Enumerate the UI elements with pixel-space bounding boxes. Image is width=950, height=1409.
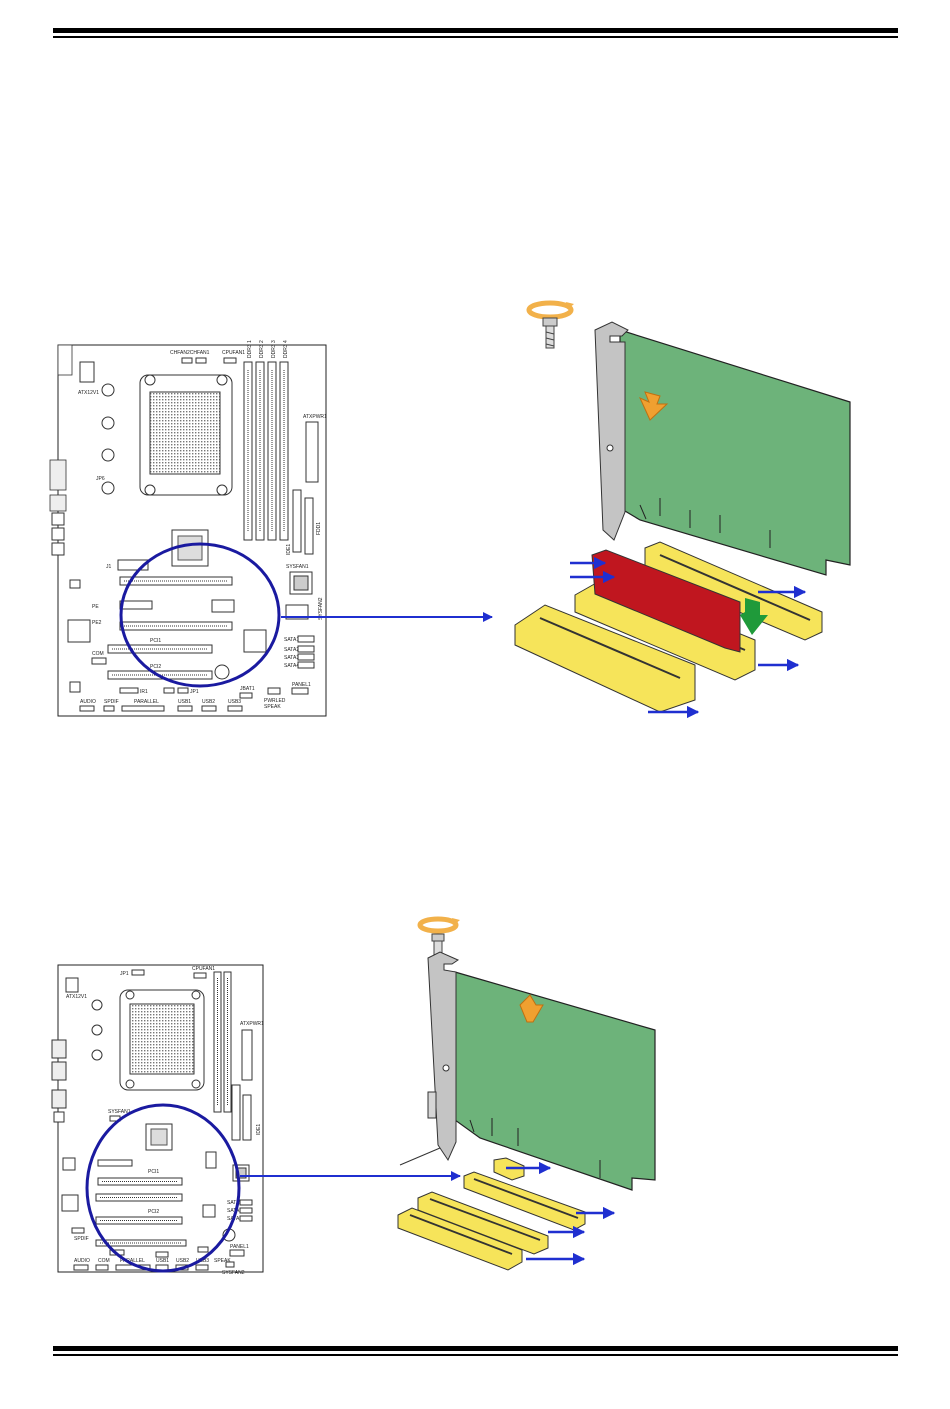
label-pe2: PE2	[92, 620, 102, 626]
label2-sysfan: SYSFAN1	[108, 1109, 131, 1115]
label-sata2: SATA2	[284, 647, 299, 653]
label-jbat: JBAT1	[240, 686, 255, 692]
label-ddr3: DDR3 3	[271, 340, 277, 358]
label-sata4: SATA4	[284, 663, 299, 669]
label-jp6: JP6	[96, 476, 105, 482]
push-down-arrow-icon	[639, 391, 669, 421]
footer-rule-thick	[53, 1346, 898, 1351]
label-usb1: USB1	[178, 699, 191, 705]
rotate-ring-icon	[526, 300, 574, 320]
label-speak1: SPEAK	[264, 704, 281, 710]
label-ide: IDE1	[286, 544, 292, 555]
label2-com: COM	[98, 1258, 110, 1264]
label-spdif: SPDIF	[104, 699, 119, 705]
label2-sysfan2: SYSFAN2	[222, 1270, 245, 1276]
label2-usb2: USB2	[176, 1258, 189, 1264]
rotate-ring-icon-2	[417, 916, 459, 934]
pci-slot-2a	[397, 1207, 523, 1271]
label2-speak: SPEAK	[214, 1258, 231, 1264]
label2-cpufan: CPUFAN1	[192, 966, 215, 972]
label-audio: AUDIO	[80, 699, 96, 705]
card-install-diagram-1	[514, 300, 851, 719]
label2-atxpwr: ATXPWR1	[240, 1021, 264, 1027]
card-bracket-2	[427, 951, 460, 1162]
label-atx12v: ATX12V1	[78, 390, 99, 396]
label2-pci2: PCI2	[148, 1209, 159, 1215]
label-j1: J1	[106, 564, 112, 570]
card-bracket-1	[594, 321, 629, 541]
pull-up-arrow-icon	[519, 994, 544, 1023]
label-pwrled: PWRLED	[264, 698, 286, 704]
label2-panel: PANEL1	[230, 1244, 249, 1250]
card-install-diagram-2	[397, 916, 656, 1271]
label-chfan: CHFAN2CHFAN1	[170, 350, 210, 356]
label2-ide: IDE1	[256, 1124, 262, 1135]
footer-rule-thin	[53, 1354, 898, 1356]
label2-spdif: SPDIF	[74, 1236, 89, 1242]
label-atxpwr: ATXPWR1	[303, 414, 327, 420]
motherboard-diagram-2: ATX12V1 JP1 CPUFAN1 ATXPWR1 IDE1 SYSFAN1	[51, 964, 264, 1276]
label-pci1: PCI1	[150, 638, 161, 644]
label-ddr4: DDR3 4	[283, 340, 289, 358]
label-usb3: USB3	[228, 699, 241, 705]
label-pe: PE	[92, 604, 99, 610]
label2-sata1: SATA1	[227, 1200, 242, 1206]
label2-sata2: SATA2	[227, 1208, 242, 1214]
label-ir: IR1	[140, 689, 148, 695]
label-sata1: SATA1	[284, 637, 299, 643]
header-rule-thin	[53, 36, 898, 38]
label2-atx12v: ATX12V1	[66, 994, 87, 1000]
label-sata3: SATA3	[284, 655, 299, 661]
expansion-card-2	[454, 971, 656, 1191]
label-ddr2: DDR3 2	[259, 340, 265, 358]
label-panel: PANEL1	[292, 682, 311, 688]
highlight-circle-2	[85, 1103, 241, 1273]
green-arrow-icon	[740, 598, 768, 635]
highlight-circle-1	[119, 542, 281, 688]
label-sysfan: SYSFAN1	[286, 564, 309, 570]
pcie-slot-red	[591, 549, 741, 653]
label2-usb1: USB1	[156, 1258, 169, 1264]
label-ddr1: DDR3 1	[247, 340, 253, 358]
label-cpufan: CPUFAN1	[222, 350, 245, 356]
pci-slot-a	[514, 604, 696, 713]
motherboard-diagram-1: ATX12V1 JP6 CHFAN2CHFAN1 CPUFAN1 DDR3 1 …	[49, 340, 327, 717]
label-com: COM	[92, 651, 104, 657]
label2-usb3: USB3	[196, 1258, 209, 1264]
label-pci2: PCI2	[150, 664, 161, 670]
label-usb2: USB2	[202, 699, 215, 705]
screw-icon	[545, 325, 555, 349]
label-jp1: JP1	[190, 689, 199, 695]
label-fdd: FDD1	[316, 522, 322, 535]
expansion-card-1	[619, 329, 851, 576]
label-parallel: PARALLEL	[134, 699, 159, 705]
label2-audio: AUDIO	[74, 1258, 90, 1264]
label-sysfan2: SYSFAN2	[318, 597, 324, 620]
label2-pci1: PCI1	[148, 1169, 159, 1175]
label2-jp1: JP1	[120, 971, 129, 977]
label2-parallel: PARALLEL	[120, 1258, 145, 1264]
header-rule-thick	[53, 28, 898, 33]
